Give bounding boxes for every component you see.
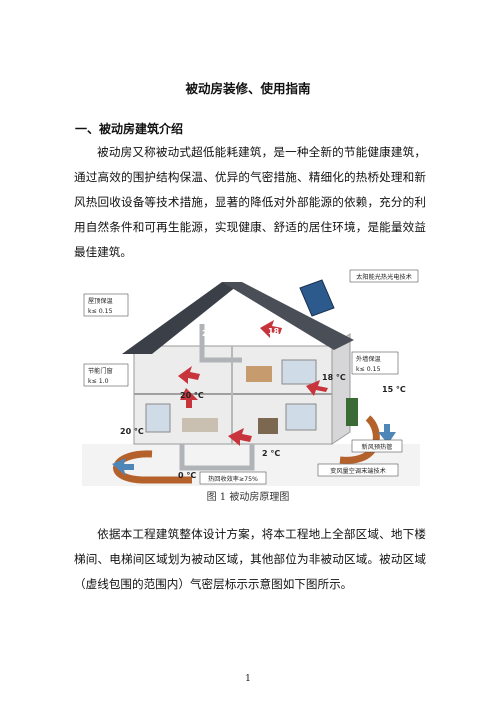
temp-outside-right: 15 °C [382, 385, 406, 394]
table [258, 418, 278, 434]
label-heat-recovery: 热回收效率≥75% [199, 471, 267, 485]
sofa [182, 418, 218, 432]
page-title: 被动房装修、使用指南 [185, 81, 311, 96]
temp-middle-left: 20 °C [180, 391, 204, 400]
svg-text:k≤ 0.15: k≤ 0.15 [356, 366, 381, 373]
label-duct: 新风预热管 [351, 439, 403, 453]
window-lower-left [145, 403, 171, 433]
house-side-wall [331, 333, 351, 445]
svg-text:屋顶保温: 屋顶保温 [88, 297, 113, 305]
temp-middle-right: 18 °C [322, 373, 346, 382]
label-window: 节能门窗 k≤ 1.0 [83, 363, 129, 387]
svg-text:外墙保温: 外墙保温 [356, 355, 381, 363]
temp-basement: 2 °C [262, 449, 280, 458]
figure-caption: 图 1 被动房原理图 [206, 492, 290, 503]
passive-house-diagram: 太阳能光热光电技术 屋顶保温 k≤ 0.15 节能门窗 k≤ 1.0 外墙保温 … [82, 269, 420, 486]
warm-air-arrow-middle [180, 388, 198, 408]
temp-ground-left: 20 °C [120, 427, 144, 436]
temp-outside-bottom: 0 °C [178, 471, 196, 480]
air-duct-lower [179, 444, 255, 471]
temp-upper-right: 18 °C [268, 327, 292, 336]
label-roof: 屋顶保温 k≤ 0.15 [83, 293, 129, 317]
svg-text:变风量空调末端技术: 变风量空调末端技术 [330, 467, 386, 475]
window-lower-right [285, 403, 317, 431]
bed [246, 366, 272, 382]
roof-right [222, 282, 354, 350]
label-solar: 太阳能光热光电技术 [349, 269, 419, 283]
svg-text:k≤ 0.15: k≤ 0.15 [88, 308, 113, 315]
label-vav: 变风量空调末端技术 [317, 463, 399, 477]
window-upper-right [281, 359, 317, 385]
outdoor-unit [346, 398, 358, 426]
label-wall: 外墙保温 k≤ 0.15 [351, 351, 399, 375]
cool-air-arrow-ground [112, 458, 134, 476]
warm-air-arrow-upper [178, 366, 200, 384]
cool-air-arrow-right [378, 424, 396, 444]
warm-air-arrow-lower [228, 428, 252, 446]
roof-left [122, 282, 242, 354]
intro-paragraph: 被动房又称被动式超低能耗建筑，是一种全新的节能健康建筑，通过高效的围护结构保温、… [74, 140, 426, 265]
solar-panel [299, 279, 335, 317]
temp-upper-left: 20 °C [202, 329, 226, 338]
svg-text:新风预热管: 新风预热管 [362, 443, 393, 451]
intro-paragraph-text: 被动房又称被动式超低能耗建筑，是一种全新的节能健康建筑，通过高效的围护结构保温、… [74, 145, 426, 259]
svg-text:太阳能光热光电技术: 太阳能光热光电技术 [356, 273, 412, 281]
page-number: 1 [245, 674, 251, 684]
air-duct-upper [199, 324, 242, 363]
svg-text:节能门窗: 节能门窗 [88, 367, 113, 375]
zoning-paragraph: 依据本工程建筑整体设计方案，将本工程地上全部区域、地下楼梯间、电梯间区域划为被动… [74, 522, 426, 597]
warm-air-arrow-right [306, 380, 328, 396]
svg-text:热回收效率≥75%: 热回收效率≥75% [208, 475, 258, 483]
warm-air-arrow-roof [260, 320, 282, 338]
section-heading: 一、被动房建筑介绍 [75, 122, 184, 136]
zoning-paragraph-text: 依据本工程建筑整体设计方案，将本工程地上全部区域、地下楼梯间、电梯间区域划为被动… [74, 527, 426, 591]
svg-text:k≤ 1.0: k≤ 1.0 [88, 378, 109, 385]
